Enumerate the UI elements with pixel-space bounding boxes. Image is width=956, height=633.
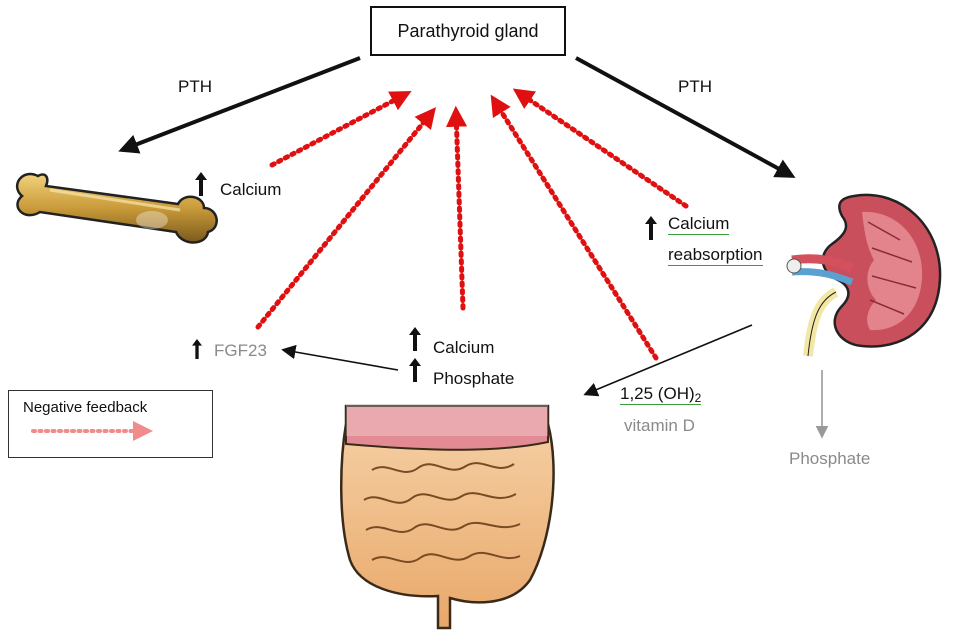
- up-arrow-icon: [192, 339, 202, 359]
- kidney-to-gut-arrow: [583, 324, 753, 397]
- vitamin-d-formula: 1,25 (OH)2: [620, 384, 702, 408]
- up-arrow-icon: [645, 216, 657, 240]
- pth-label-left: PTH: [178, 77, 212, 96]
- intestine-icon: [340, 404, 555, 630]
- kidney-reabsorption-text: reabsorption: [668, 245, 763, 266]
- feedback-arrow-gut-calcium: [446, 105, 468, 311]
- pth-arrow-to-bone: [118, 56, 361, 154]
- pth-label-right: PTH: [678, 77, 712, 96]
- bone-calcium-label: Calcium: [220, 180, 282, 199]
- vitamin-d-formula-main: 1,25 (OH): [620, 384, 695, 403]
- legend-title: Negative feedback: [23, 399, 148, 416]
- up-arrow-icon: [409, 327, 421, 351]
- page-title: Parathyroid gland: [397, 20, 539, 41]
- fgf23-label: FGF23: [214, 341, 267, 360]
- gut-calcium-label: Calcium: [433, 338, 495, 357]
- feedback-arrow-kidney-calcium: [512, 88, 689, 209]
- vitamin-d-formula-sub: 2: [694, 391, 702, 405]
- up-arrow-icon: [409, 358, 421, 382]
- gut-phosphate-label: Phosphate: [433, 369, 515, 388]
- kidney-reabsorption-label: reabsorption: [668, 245, 763, 266]
- negative-feedback-arrows: [255, 88, 689, 361]
- up-arrow-icon: [195, 172, 207, 196]
- gut-to-fgf23-arrow: [281, 344, 399, 371]
- kidney-calcium-label: Calcium: [668, 214, 730, 235]
- feedback-arrow-fgf23: [255, 107, 436, 330]
- vitamin-d-label: vitamin D: [624, 416, 695, 435]
- kidney-icon: [786, 193, 942, 357]
- bone-icon: [15, 172, 218, 244]
- phosphate-excretion-label: Phosphate: [789, 449, 871, 468]
- legend: Negative feedback: [8, 390, 213, 458]
- kidney-calcium-text: Calcium: [668, 214, 730, 235]
- feedback-arrow-vitamin-d: [490, 94, 659, 361]
- parathyroid-gland-box: Parathyroid gland: [370, 6, 566, 56]
- negative-feedback-legend-arrow: [31, 421, 153, 441]
- feedback-arrow-bone-calcium: [269, 91, 412, 168]
- pth-arrow-to-kidney: [575, 56, 796, 178]
